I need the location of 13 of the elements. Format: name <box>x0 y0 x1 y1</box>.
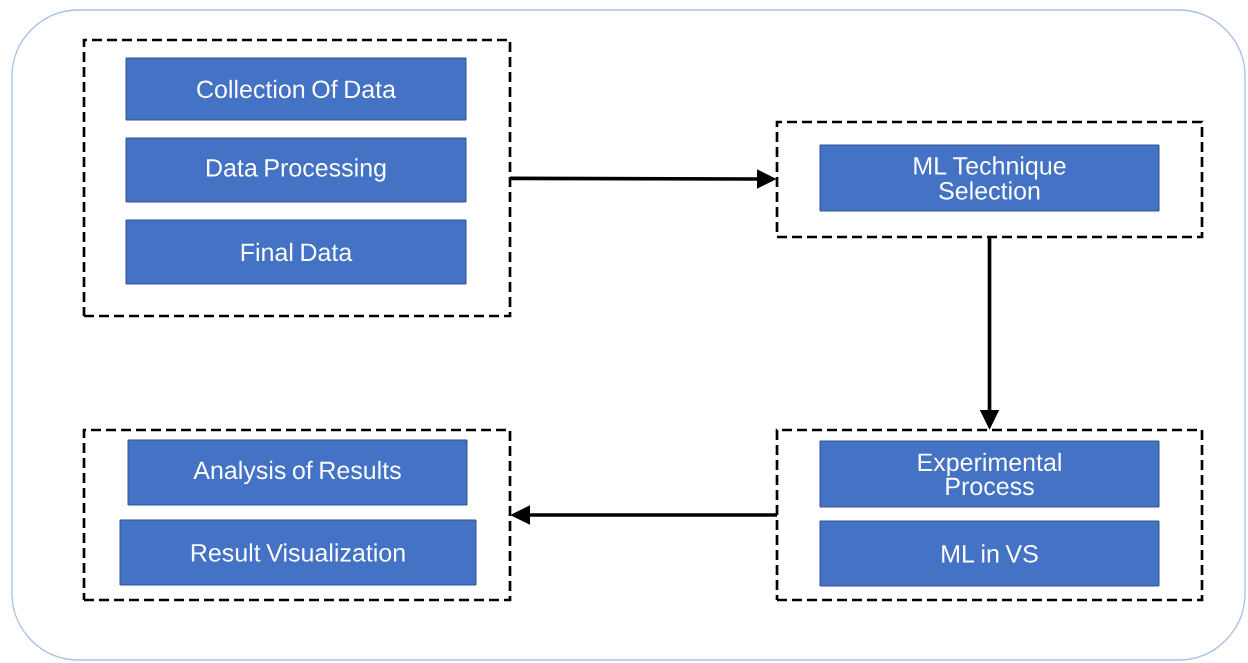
group-box <box>775 120 1204 239</box>
process-box: ML Technique Selection <box>819 144 1160 212</box>
process-box: Experimental Process <box>819 440 1160 508</box>
process-box: Data Processing <box>125 137 467 203</box>
process-box: ML in VS <box>819 520 1160 587</box>
process-box: Final Data <box>125 219 467 285</box>
process-box: Analysis of Results <box>127 439 468 506</box>
outer-frame <box>11 9 1246 661</box>
process-box: Collection Of Data <box>125 57 467 121</box>
process-box: Result Visualization <box>119 519 477 586</box>
group-box <box>82 38 512 318</box>
group-box <box>775 428 1204 602</box>
group-box <box>82 428 512 602</box>
